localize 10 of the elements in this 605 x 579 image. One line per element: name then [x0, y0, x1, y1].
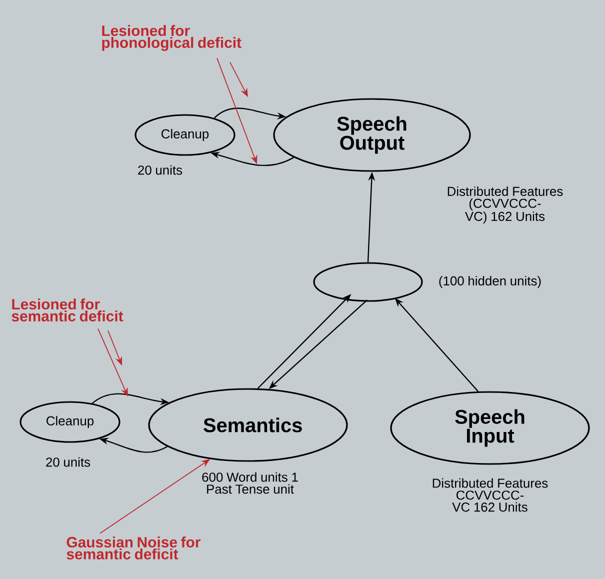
caption-text: 600 Word units 1 Past Tense unit — [202, 472, 298, 494]
annotation-text: Lesioned for phonological deficit — [102, 25, 242, 51]
caption-text: 20 units — [46, 457, 90, 467]
caption-text: 20 units — [138, 165, 182, 175]
annotation-text: Gaussian Noise for semantic deficit — [66, 536, 200, 560]
annotation-text: Lesioned for semantic deficit — [12, 298, 124, 322]
caption-text: (100 hidden units) — [439, 276, 541, 288]
caption-text: Distributed Features CCVVCCC-VC 162 Units — [432, 478, 548, 512]
hidden-layer-ellipse — [313, 262, 423, 302]
caption-text: Distributed Features (CCVVCCC-VC) 162 Units — [448, 186, 563, 224]
